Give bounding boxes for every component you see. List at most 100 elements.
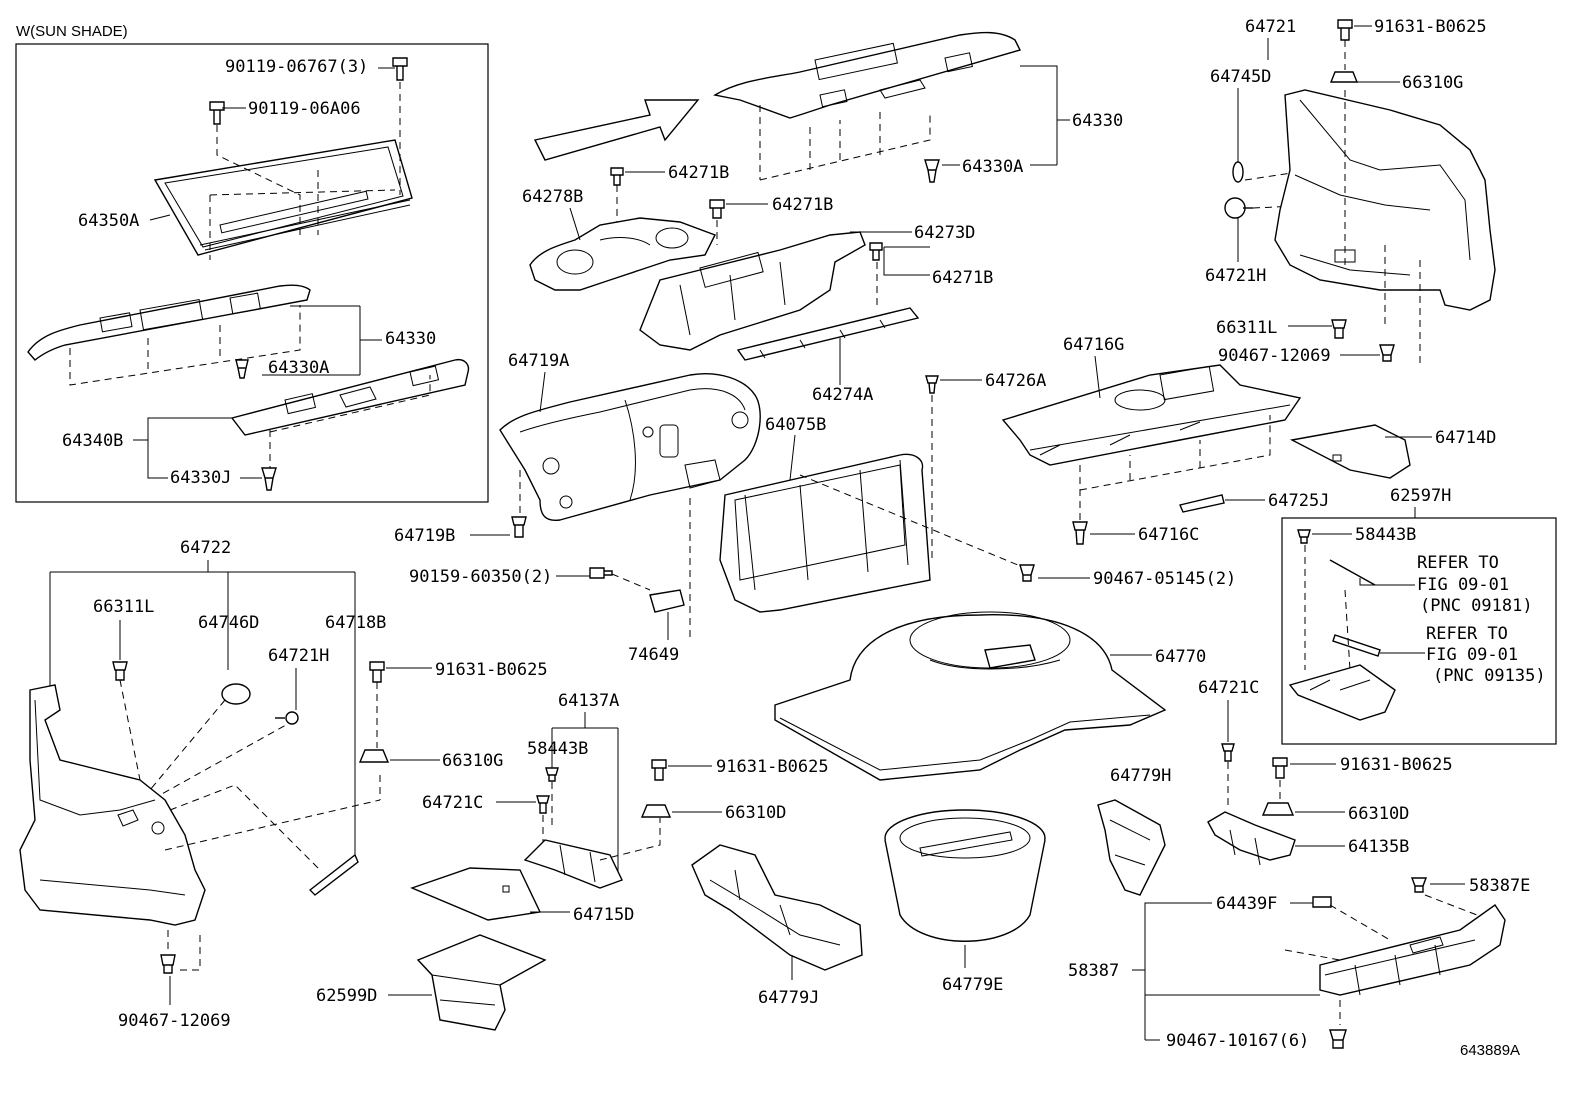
- label-64779e: 64779E: [942, 975, 1003, 995]
- refer-to-1: REFER TO: [1417, 553, 1499, 573]
- label-58387e: 58387E: [1469, 876, 1530, 896]
- label-66310d-mid: 66310D: [725, 803, 786, 823]
- sun-shade-cover-part: [230, 358, 470, 436]
- clip-icon: [1297, 529, 1311, 544]
- bracket-part: [1097, 799, 1166, 896]
- clip-icon: [536, 795, 550, 814]
- clip-icon: [925, 375, 939, 394]
- label-64719a: 64719A: [508, 351, 569, 371]
- clip-icon: [275, 711, 299, 725]
- label-64271b-2: 64271B: [772, 195, 833, 215]
- label-64779j: 64779J: [758, 988, 819, 1008]
- jack-kit-box: [1281, 517, 1557, 745]
- label-58387: 58387: [1068, 961, 1119, 981]
- clip-icon: [1379, 344, 1395, 362]
- label-64770: 64770: [1155, 647, 1206, 667]
- storage-box-part: [416, 934, 547, 1031]
- sun-shade-part: [153, 139, 413, 256]
- label-90467-05145: 90467-05145(2): [1093, 569, 1236, 589]
- label-64274a: 64274A: [812, 385, 873, 405]
- label-58443b-mid: 58443B: [527, 739, 588, 759]
- clip-icon: [1331, 319, 1347, 339]
- label-90467-12069-right: 90467-12069: [1218, 346, 1331, 366]
- direction-arrow: [533, 99, 700, 161]
- screw-icon: [610, 167, 624, 186]
- clip-icon: [924, 159, 940, 183]
- screw-icon: [589, 567, 613, 579]
- label-64439f: 64439F: [1216, 894, 1277, 914]
- label-64715d: 64715D: [573, 905, 634, 925]
- screw-icon: [709, 199, 725, 219]
- clip-icon: [545, 767, 559, 782]
- label-66311l-left: 66311L: [93, 597, 154, 617]
- scuff-plate-part: [1319, 904, 1506, 996]
- label-58443b-right: 58443B: [1355, 525, 1416, 545]
- label-91631-b0625-left: 91631-B0625: [435, 660, 548, 680]
- label-64718b: 64718B: [325, 613, 386, 633]
- pnc-09135: (PNC 09135): [1433, 666, 1546, 686]
- label-64350a: 64350A: [78, 211, 139, 231]
- label-64330a-top: 64330A: [962, 157, 1023, 177]
- label-90467-12069-left: 90467-12069: [118, 1011, 231, 1031]
- screw-icon: [1337, 19, 1353, 41]
- label-64779h: 64779H: [1110, 766, 1171, 786]
- spare-tire-cover-part: [774, 611, 1167, 781]
- trim-strip-part: [308, 853, 359, 896]
- screw-icon: [869, 242, 883, 261]
- bracket-part: [1207, 811, 1296, 866]
- quarter-trim-left-part: [19, 684, 206, 926]
- nut-icon: [1261, 802, 1295, 816]
- label-64721c-mid: 64721C: [422, 793, 483, 813]
- trunk-floor-board-part: [1001, 364, 1302, 466]
- label-91631-b0625-right: 91631-B0625: [1340, 755, 1453, 775]
- clip-icon: [160, 954, 176, 974]
- label-90119-06a06: 90119-06A06: [248, 99, 361, 119]
- bracket-part: [639, 231, 866, 351]
- grommet-icon: [221, 683, 251, 705]
- nut-icon: [640, 804, 672, 818]
- label-64716c: 64716C: [1138, 525, 1199, 545]
- jack-holder-part: [1288, 664, 1396, 721]
- label-64330j: 64330J: [170, 468, 231, 488]
- label-62597h: 62597H: [1390, 486, 1451, 506]
- screw-icon: [392, 57, 408, 81]
- label-64721h-left: 64721H: [268, 646, 329, 666]
- label-66310d-right: 66310D: [1348, 804, 1409, 824]
- label-62599d: 62599D: [316, 986, 377, 1006]
- label-66310g-top: 66310G: [1402, 73, 1463, 93]
- label-64722: 64722: [180, 538, 231, 558]
- label-64726a: 64726A: [985, 371, 1046, 391]
- label-90119-06767: 90119-06767(3): [225, 57, 368, 77]
- hook-part: [649, 589, 685, 613]
- clip-icon: [511, 516, 527, 538]
- pnc-09181: (PNC 09181): [1420, 596, 1533, 616]
- label-90159-60350: 90159-60350(2): [409, 567, 552, 587]
- refer-to-2: REFER TO: [1426, 624, 1508, 644]
- label-64135b: 64135B: [1348, 837, 1409, 857]
- label-64330-inset: 64330: [385, 329, 436, 349]
- label-64721-top: 64721: [1245, 17, 1296, 37]
- clip-icon: [1312, 896, 1332, 908]
- insulator-part: [529, 217, 716, 291]
- label-64746d: 64746D: [198, 613, 259, 633]
- clip-icon: [235, 359, 249, 379]
- package-tray-part: [713, 31, 1022, 119]
- clip-icon: [1410, 877, 1428, 893]
- figure-code: 643889A: [1460, 1042, 1520, 1059]
- label-64716g: 64716G: [1063, 335, 1124, 355]
- label-91631-b0625-mid: 91631-B0625: [716, 757, 829, 777]
- fig-09-01-1: FIG 09-01: [1417, 575, 1509, 595]
- grommet-icon: [1232, 161, 1244, 183]
- clip-icon: [1179, 494, 1225, 513]
- label-64714d: 64714D: [1435, 428, 1496, 448]
- label-64273d: 64273D: [914, 223, 975, 243]
- clip-icon: [261, 467, 277, 491]
- sun-shade-inset: [15, 43, 489, 503]
- partition-panel-part: [719, 453, 931, 613]
- clip-icon: [1072, 521, 1088, 545]
- screw-icon: [1272, 757, 1288, 779]
- screw-icon: [651, 759, 667, 781]
- nut-icon: [358, 749, 390, 763]
- nut-icon: [1329, 71, 1359, 83]
- clip-icon: [1019, 564, 1035, 582]
